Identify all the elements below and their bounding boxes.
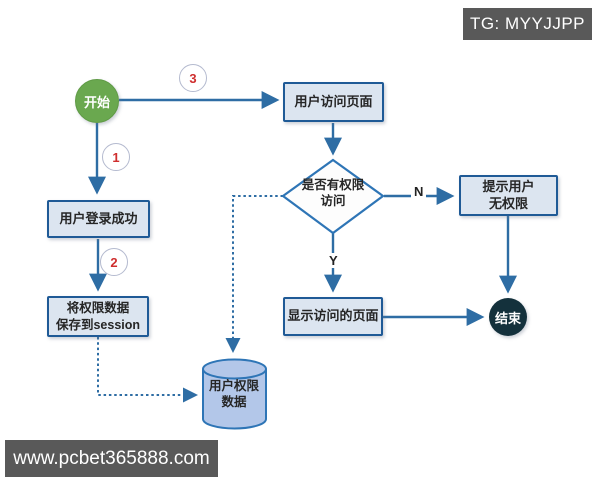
watermark-banner: www.pcbet365888.com <box>5 440 218 477</box>
database-cylinder-body <box>202 369 267 430</box>
end-node: 结束 <box>489 298 527 336</box>
permission-data-line2: 数据 <box>221 395 247 410</box>
step-badge-3-number: 3 <box>189 70 197 86</box>
decision-line2: 访问 <box>320 194 346 209</box>
decision-diamond-shape <box>281 158 385 235</box>
tg-banner: TG: MYYJJPP <box>463 8 592 40</box>
prompt-no-permission-line2: 无权限 <box>488 195 528 211</box>
step-badge-1: 1 <box>102 143 130 171</box>
visit-page-label: 用户访问页面 <box>294 93 373 109</box>
save-session-label-line2: 保存到session <box>55 317 141 332</box>
start-node: 开始 <box>75 79 119 123</box>
save-session-node: 将权限数据 保存到session <box>47 296 149 337</box>
start-node-label: 开始 <box>83 94 110 110</box>
prompt-no-permission-node: 提示用户 无权限 <box>459 175 558 216</box>
watermark-text: www.pcbet365888.com <box>13 447 210 469</box>
edge-decision-to-data-dotted <box>225 195 283 353</box>
edge-save-session-to-data-dotted <box>97 337 198 403</box>
database-cylinder-text: 用户权限 数据 <box>202 378 266 411</box>
prompt-no-permission-line1: 提示用户 <box>482 178 535 194</box>
permission-data-line1: 用户权限 <box>208 379 259 393</box>
branch-label-no: N <box>411 184 427 199</box>
step-badge-3: 3 <box>179 64 207 92</box>
step-badge-2-number: 2 <box>110 254 118 270</box>
display-page-node: 显示访问的页面 <box>283 297 383 336</box>
step-badge-2: 2 <box>100 248 128 276</box>
tg-banner-text: TG: MYYJJPP <box>469 14 586 33</box>
save-session-label-line1: 将权限数据 <box>66 301 130 316</box>
database-cylinder-top <box>202 358 267 380</box>
login-success-node: 用户登录成功 <box>47 200 150 238</box>
step-badge-1-number: 1 <box>112 149 120 165</box>
login-success-label: 用户登录成功 <box>59 210 138 226</box>
branch-label-yes: Y <box>326 253 341 268</box>
end-node-label: 结束 <box>494 310 521 326</box>
decision-line1: 是否有权限 <box>301 178 365 192</box>
display-page-label: 显示访问的页面 <box>287 308 379 324</box>
decision-diamond-text: 是否有权限 访问 <box>289 177 377 210</box>
visit-page-node: 用户访问页面 <box>283 82 384 122</box>
